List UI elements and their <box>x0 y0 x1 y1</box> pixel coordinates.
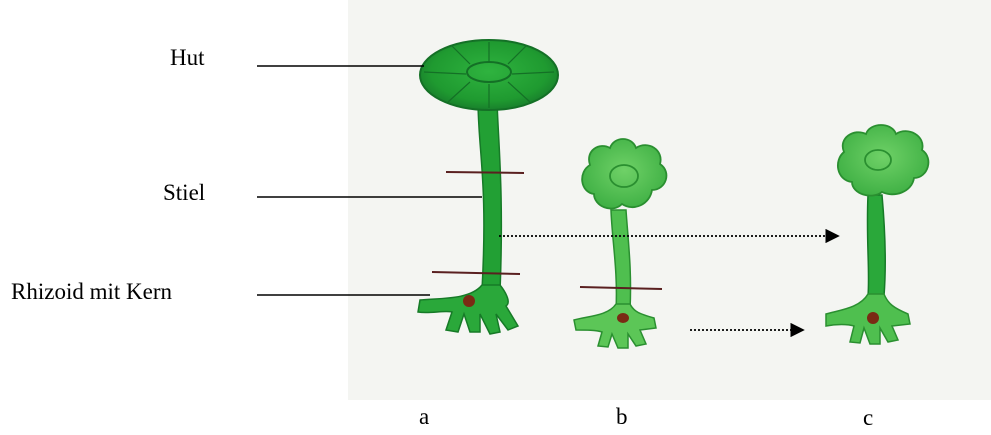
specimen-label-a: a <box>419 405 429 428</box>
specimen-label-c: c <box>863 406 873 429</box>
specimen-label-b: b <box>616 405 628 428</box>
label-stiel: Stiel <box>163 181 205 204</box>
label-hut: Hut <box>170 46 205 69</box>
specimen-c-nucleus <box>867 312 879 324</box>
specimen-a-cut-upper <box>446 172 524 173</box>
specimen-a-nucleus <box>463 295 475 307</box>
specimen-b-nucleus <box>617 313 629 323</box>
label-rhizoid: Rhizoid mit Kern <box>11 280 172 303</box>
specimen-c-stalk <box>867 195 885 296</box>
